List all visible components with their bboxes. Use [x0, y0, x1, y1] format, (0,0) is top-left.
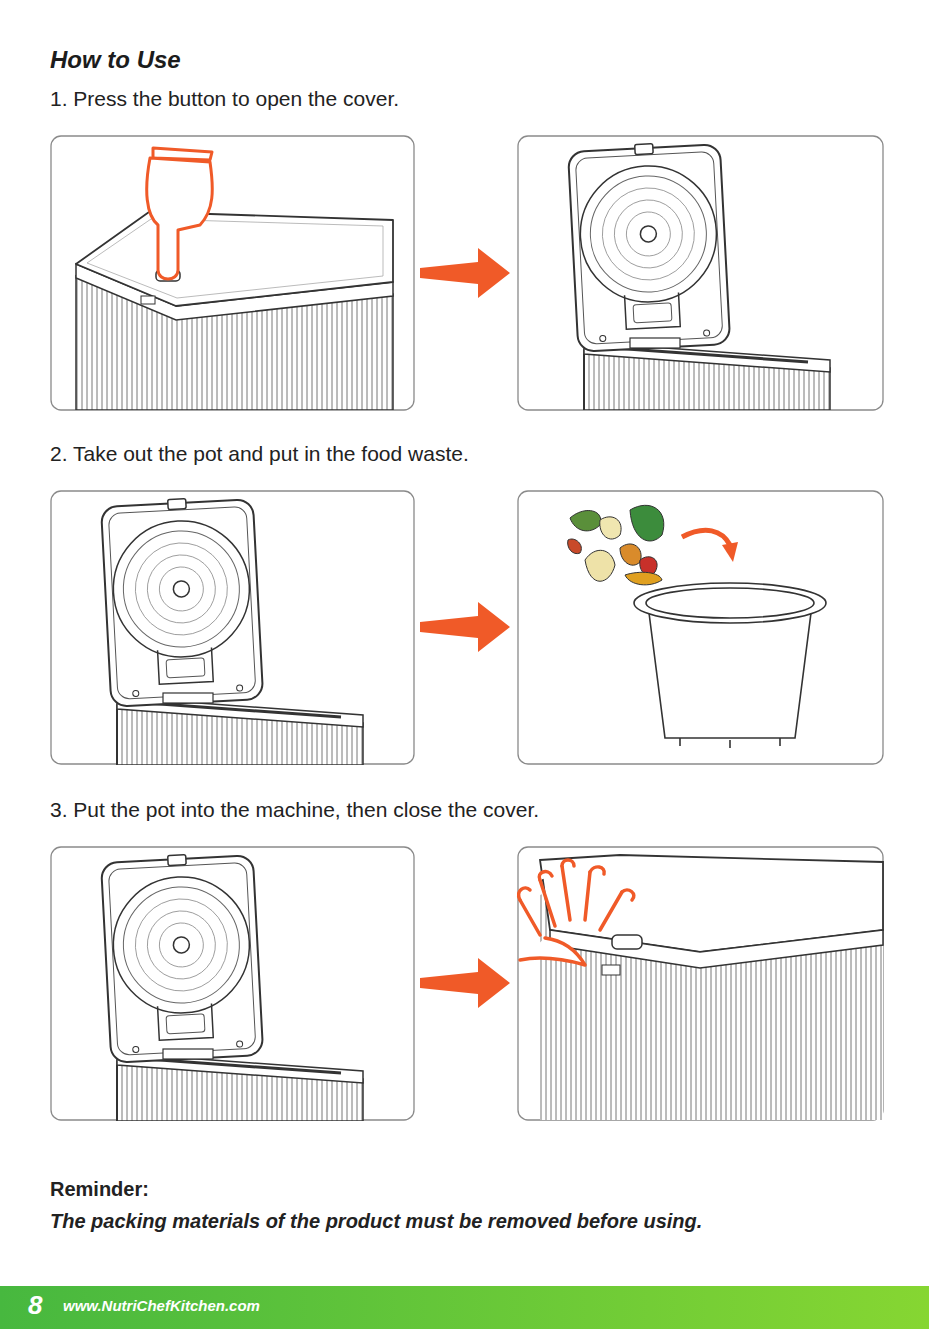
page-number: 8 — [28, 1290, 42, 1321]
closed-machine-large — [540, 855, 883, 1120]
pointing-hand — [147, 148, 213, 279]
panel — [51, 491, 414, 764]
step-text: 1. Press the button to open the cover. — [50, 86, 399, 111]
step-text: 2. Take out the pot and put in the food … — [50, 441, 469, 466]
step-arrow — [420, 248, 510, 298]
reminder-note: The packing materials of the product mus… — [50, 1209, 702, 1233]
page-title: How to Use — [50, 46, 181, 75]
food-waste — [568, 505, 664, 585]
step-arrow — [420, 602, 510, 652]
pot — [634, 583, 826, 748]
panel — [518, 491, 883, 764]
panel — [51, 136, 414, 410]
reminder-heading: Reminder: — [50, 1177, 149, 1201]
footer-bar — [0, 1286, 929, 1329]
panel — [518, 136, 883, 410]
panel — [51, 847, 414, 1120]
panel — [518, 847, 883, 1120]
step-arrow — [420, 958, 510, 1008]
pressing-hand — [519, 860, 634, 965]
step-text: 3. Put the pot into the machine, then cl… — [50, 797, 539, 822]
website-url: www.NutriChefKitchen.com — [63, 1297, 260, 1315]
